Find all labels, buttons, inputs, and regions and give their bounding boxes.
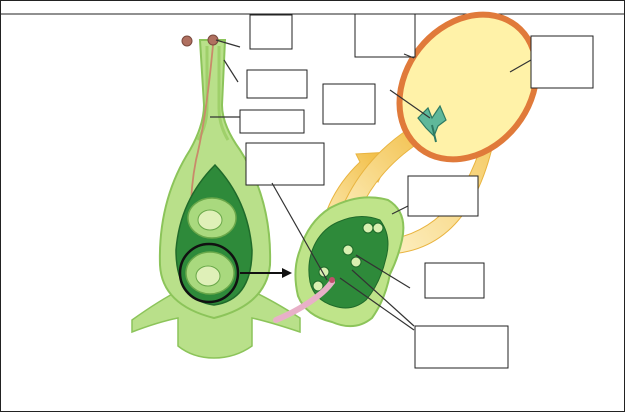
polar-nucleus-2 xyxy=(351,257,361,267)
label-box-8[interactable] xyxy=(408,176,478,216)
label-box-7[interactable] xyxy=(246,143,324,185)
label-box-4[interactable] xyxy=(323,84,375,124)
label-box-3[interactable] xyxy=(240,110,304,133)
leader-style xyxy=(224,60,238,82)
label-box-10[interactable] xyxy=(415,326,508,368)
label-box-2[interactable] xyxy=(247,70,307,98)
label-box-5[interactable] xyxy=(355,14,415,57)
antipodal-cell-2 xyxy=(373,223,383,233)
pollen-grain-left xyxy=(182,36,192,46)
label-box-1[interactable] xyxy=(250,15,292,49)
label-box-6[interactable] xyxy=(531,36,593,88)
ovule-lower-inner xyxy=(196,266,220,286)
label-box-9[interactable] xyxy=(425,263,484,298)
magnify-arrowhead xyxy=(282,268,292,278)
embryo-sac xyxy=(276,197,403,326)
sperm-nucleus xyxy=(329,277,335,283)
polar-nucleus-1 xyxy=(343,245,353,255)
ovule-upper-inner xyxy=(198,210,222,230)
antipodal-cell-1 xyxy=(363,223,373,233)
